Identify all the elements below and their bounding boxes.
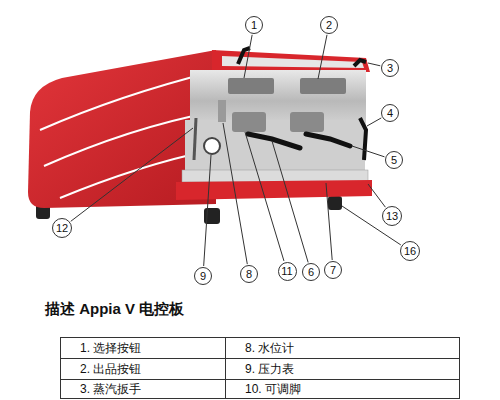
leader-line: [326, 183, 332, 260]
work-area: [185, 120, 365, 172]
callout-number: 8: [246, 269, 252, 280]
callout-circle: 3: [381, 59, 399, 77]
leader-line: [272, 141, 308, 262]
callout-number: 13: [386, 211, 398, 222]
callout-circle: 9: [194, 267, 212, 285]
table-cell: 10. 可调脚: [245, 382, 301, 396]
leader-line: [204, 155, 211, 266]
top-panel: [212, 50, 370, 72]
callout-number: 12: [56, 223, 68, 234]
table-rule: [459, 337, 460, 399]
leader-line: [367, 118, 381, 126]
steam-lever: [354, 60, 366, 66]
grouphead: [232, 112, 266, 132]
callout-number: 7: [330, 265, 336, 276]
button-pad: [300, 78, 346, 94]
cup-rail: [222, 56, 364, 68]
leader-line: [368, 184, 385, 207]
table-cell: 1. 选择按钮: [80, 341, 141, 355]
callout-circle: 8: [240, 265, 258, 283]
leader-line: [223, 123, 247, 264]
leader-line: [71, 128, 193, 221]
leader-line: [318, 35, 327, 79]
callout-number: 9: [200, 271, 206, 282]
callout-number: 5: [391, 155, 397, 166]
table-rule: [60, 398, 460, 399]
callout-circle: 5: [385, 151, 403, 169]
water-level-gauge: [218, 100, 226, 122]
leader-line: [352, 146, 385, 157]
table-rule: [225, 337, 226, 399]
front-base: [176, 180, 372, 200]
callout-number: 11: [281, 266, 292, 277]
callout-number: 3: [387, 63, 393, 74]
callout-circle: 1: [245, 16, 263, 34]
table-rule: [60, 358, 460, 359]
grouphead: [290, 112, 324, 132]
steam-wand: [194, 118, 196, 160]
table-cell: 9. 压力表: [245, 362, 294, 376]
leader-line: [244, 35, 252, 78]
table-rule: [60, 337, 61, 399]
callout-circle: 13: [382, 206, 402, 226]
callout-circle: 4: [381, 104, 399, 122]
table-cell: 3. 蒸汽扳手: [80, 382, 141, 396]
table-rule: [60, 337, 460, 338]
portafilter: [306, 134, 350, 146]
foot: [328, 196, 342, 210]
button-pad: [228, 78, 274, 94]
callout-number: 1: [251, 20, 257, 31]
callout-number: 6: [308, 267, 314, 278]
callout-circle: 16: [400, 241, 420, 261]
pressure-gauge: [204, 138, 220, 154]
callout-number: 2: [326, 20, 332, 31]
steam-wand: [360, 118, 366, 160]
callout-circle: 11: [278, 262, 297, 281]
table-rule: [60, 379, 460, 380]
leader-line: [368, 63, 380, 66]
leader-line: [245, 132, 284, 261]
callout-circle: 2: [320, 16, 338, 34]
heading: 描述 Appia V 电控板: [45, 300, 184, 319]
portafilter: [248, 134, 300, 148]
table-cell: 8. 水位计: [245, 341, 294, 355]
callout-number: 4: [387, 108, 393, 119]
callout-circle: 12: [52, 218, 72, 238]
table-cell: 2. 出品按钮: [80, 362, 141, 376]
callout-number: 16: [404, 246, 416, 257]
callout-circle: 6: [302, 263, 320, 281]
callout-circle: 7: [324, 261, 342, 279]
